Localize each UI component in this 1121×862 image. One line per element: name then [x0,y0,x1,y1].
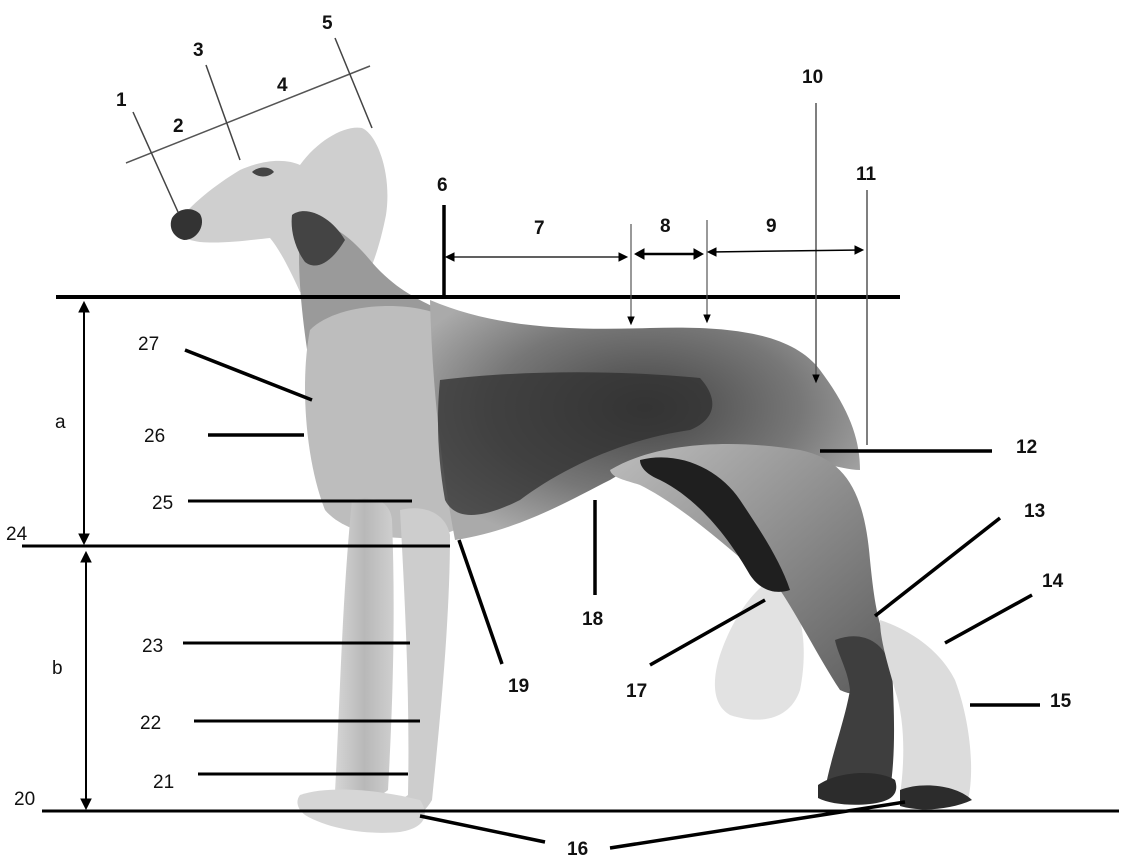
leader-16-left [420,816,545,842]
arrow-8-head-right [694,249,703,259]
arrow-9 [710,250,861,252]
leader-13 [875,518,1000,616]
arrow-9-head-right [855,246,863,254]
leader-14 [945,595,1032,643]
label-3: 3 [193,40,204,61]
arrow-9-head-left [708,248,716,256]
dog-front-leg-back [335,498,394,802]
label-25: 25 [152,493,173,514]
arrow-b-head-top [81,552,91,562]
label-b: b [52,658,63,679]
label-23: 23 [142,636,163,657]
label-10: 10 [802,67,823,88]
label-6: 6 [437,175,448,196]
leader-19 [459,540,502,664]
leader-16-right [610,802,905,848]
arrow-7-head-right [619,253,627,261]
leader-1 [133,112,178,212]
label-2: 2 [173,116,184,137]
label-16: 16 [567,839,588,860]
label-12: 12 [1016,437,1037,458]
label-1: 1 [116,90,127,111]
arrow-7-head-left [446,253,454,261]
arrow-8-head-left [635,249,644,259]
leader-5 [335,38,372,128]
label-13: 13 [1024,501,1045,522]
label-22: 22 [140,713,161,734]
label-19: 19 [508,676,529,697]
label-7: 7 [534,218,545,239]
label-26: 26 [144,426,165,447]
label-5: 5 [322,13,333,34]
label-27: 27 [138,334,159,355]
leader-3 [206,65,240,160]
label-8: 8 [660,216,671,237]
label-15: 15 [1050,691,1072,712]
dog-silhouette [171,128,972,833]
arrow-a-head-top [79,302,89,312]
leader-27 [185,350,312,400]
label-a: a [55,412,66,433]
label-20: 20 [14,789,35,810]
label-17: 17 [626,681,647,702]
label-24: 24 [6,524,28,545]
label-4: 4 [277,75,288,96]
label-14: 14 [1042,571,1064,592]
arrow-8-left-tip [628,317,634,324]
arrow-a-head-bottom [79,534,89,544]
arrow-8-right-tip [704,315,710,322]
label-11: 11 [856,164,877,185]
label-18: 18 [582,609,603,630]
arrow-b-head-bottom [81,799,91,809]
label-21: 21 [153,772,174,793]
label-9: 9 [766,216,777,237]
